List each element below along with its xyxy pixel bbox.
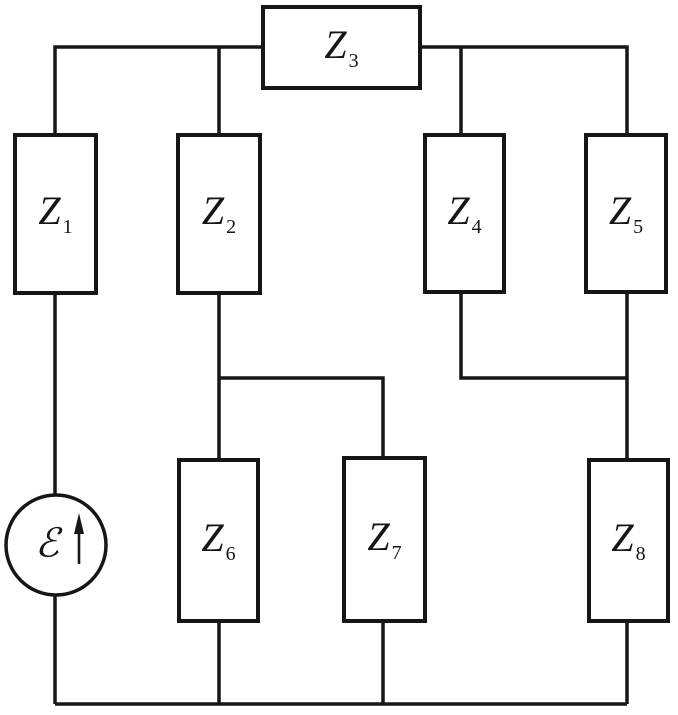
wire-branch-to-z7 <box>219 376 385 458</box>
wire-top-right-bus <box>420 45 629 135</box>
z8-subscript: 8 <box>635 542 646 565</box>
z6-symbol: Z <box>201 514 224 560</box>
z8-symbol: Z <box>611 514 634 560</box>
z1-subscript: 1 <box>62 216 73 238</box>
z7-subscript: 7 <box>391 541 402 564</box>
z1-symbol: Z <box>38 188 61 233</box>
arrow-up-head-icon <box>74 513 84 534</box>
z5-symbol: Z <box>608 187 632 233</box>
wire-z4-branch-right <box>459 292 627 380</box>
z2-symbol: Z <box>201 188 225 233</box>
emf-source-circle <box>4 493 108 597</box>
z5-subscript: 5 <box>633 215 644 238</box>
z6-subscript: 6 <box>225 542 236 565</box>
emf-symbol: ℰ <box>34 520 60 566</box>
z2-subscript: 2 <box>226 216 237 238</box>
z4-subscript: 4 <box>471 215 482 238</box>
z3-symbol: Z <box>324 21 347 67</box>
z7-symbol: Z <box>367 513 390 559</box>
z3-subscript: 3 <box>348 49 359 72</box>
z4-symbol: Z <box>447 187 470 233</box>
wire-top-left-bus <box>53 45 263 135</box>
